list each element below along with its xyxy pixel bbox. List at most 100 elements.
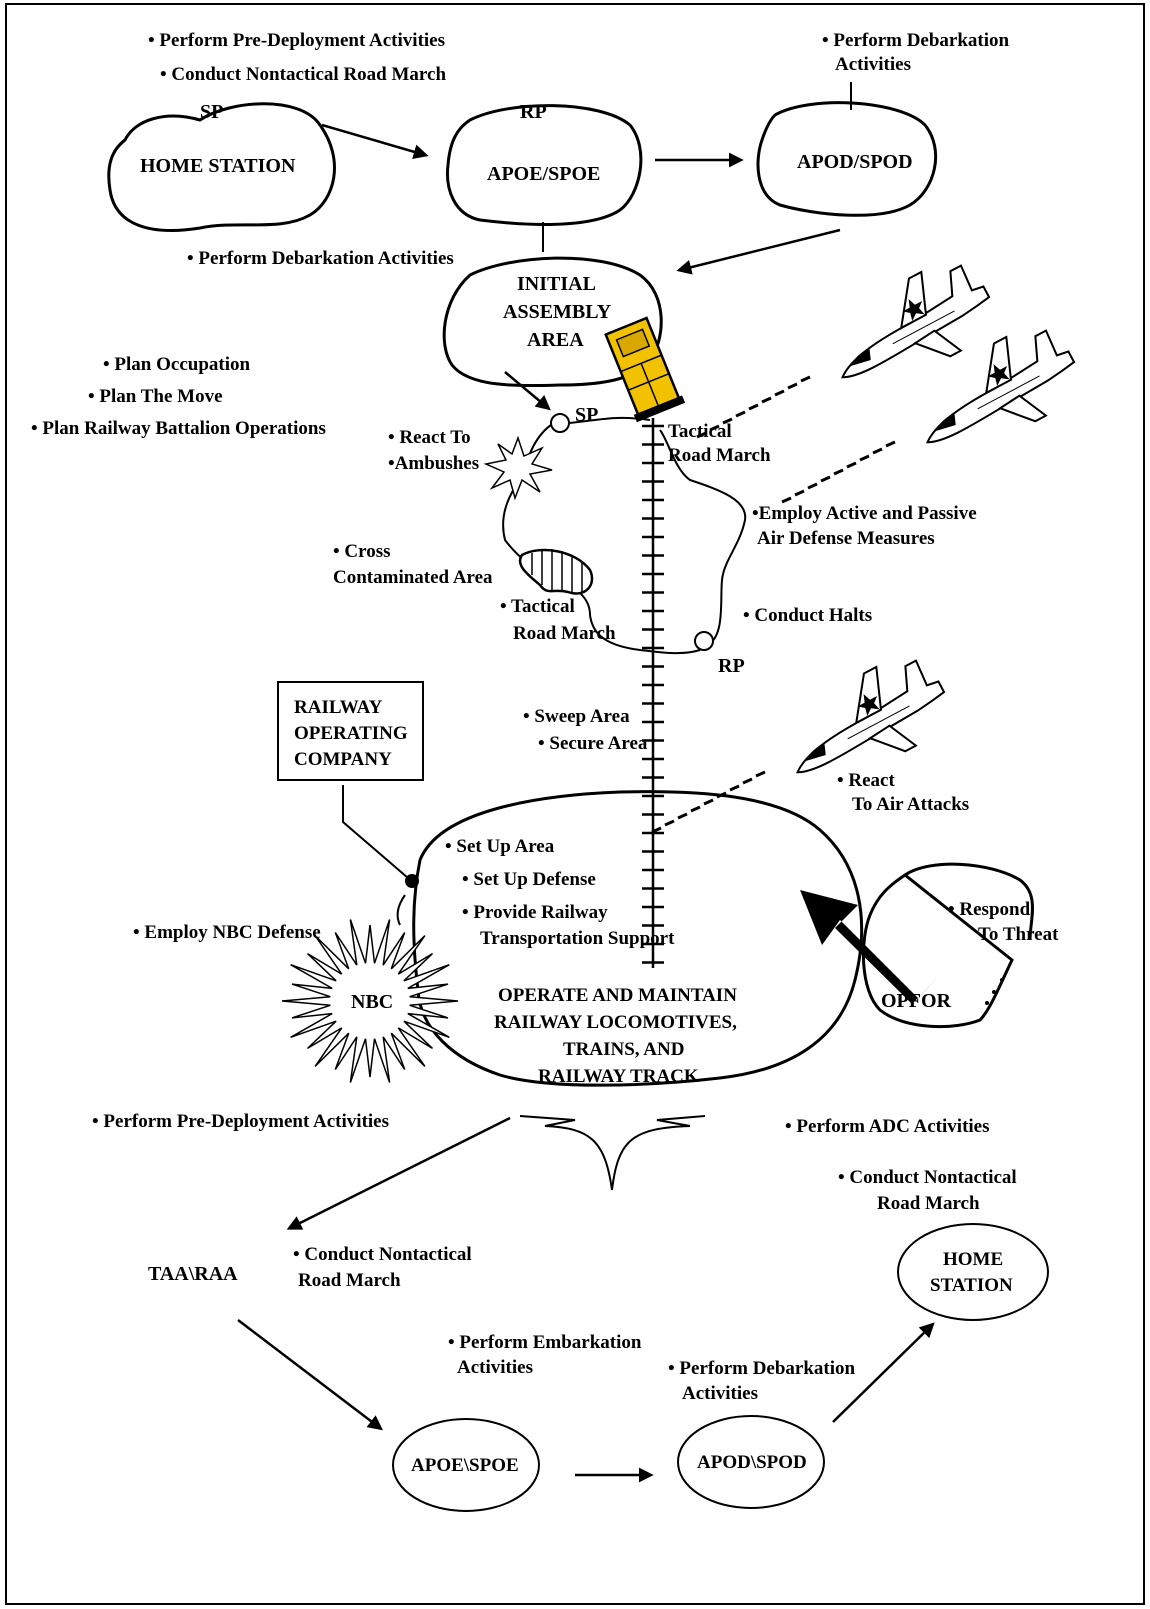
gunfire-dash — [846, 461, 857, 469]
ambush-explosion-icon — [483, 435, 553, 501]
air-defense-1: •Employ Active and Passive — [752, 503, 977, 524]
opfor-dot-2 — [992, 990, 996, 994]
march-rp-label: RP — [718, 655, 745, 677]
gunfire-dash — [755, 770, 766, 778]
apoe-rp-label: RP — [520, 101, 547, 123]
home-station-bottom-2: STATION — [930, 1275, 1013, 1296]
gunfire-dash — [735, 410, 746, 418]
tactical-left-2: Road March — [513, 623, 616, 644]
operate-line-1: OPERATE AND MAINTAIN — [498, 985, 737, 1006]
tactical-right-2: Road March — [668, 445, 771, 466]
sp-checkpoint — [550, 413, 570, 433]
locomotive-icon — [604, 316, 686, 423]
gunfire-dash — [807, 482, 818, 490]
gunfire-dash — [677, 812, 688, 820]
tactical-left-1: • Tactical — [500, 596, 575, 617]
gunfire-dash — [696, 431, 707, 439]
apod-spod-blob — [756, 101, 938, 217]
cross-area-1: • Cross — [333, 541, 391, 562]
company-label-2: OPERATING — [294, 723, 408, 744]
arrow-home-to-apoe — [321, 123, 429, 160]
gunfire-dash — [722, 417, 733, 425]
home-station-ellipse — [897, 1223, 1049, 1321]
debark-note-right-1: • Perform Debarkation — [822, 30, 1010, 51]
predeploy-bottom: • Perform Pre-Deployment Activities — [92, 1111, 389, 1132]
arrow-taa-to-apoe — [237, 1319, 383, 1431]
opfor-dot-1 — [1000, 978, 1004, 982]
gunfire-dash — [742, 777, 753, 785]
railway-track — [642, 418, 664, 968]
gunfire-dash — [774, 389, 785, 397]
gunfire-dash — [748, 403, 759, 411]
respond-threat-1: • Respond — [948, 899, 1031, 920]
opfor-blob — [862, 862, 1034, 1028]
conduct-left-2: Road March — [298, 1270, 401, 1291]
secure-area: • Secure Area — [538, 733, 648, 754]
tactical-right-1: Tactical — [668, 421, 732, 442]
home-station-label: HOME STATION — [140, 155, 296, 177]
adc-activities: • Perform ADC Activities — [785, 1116, 990, 1137]
operations-area-blob — [412, 790, 864, 1087]
home-station-blob — [107, 102, 336, 232]
employ-nbc-defense: • Employ NBC Defense — [133, 922, 321, 943]
conduct-left-1: • Conduct Nontactical — [293, 1244, 472, 1265]
gunfire-dash — [872, 447, 883, 455]
operate-line-4: RAILWAY TRACK — [538, 1066, 699, 1087]
arrow-apod-to-assembly — [676, 228, 841, 275]
gunfire-dash — [690, 805, 701, 813]
plan-occupation: • Plan Occupation — [103, 354, 250, 375]
jet-icon — [796, 659, 946, 774]
debark-bottom-1: • Perform Debarkation — [668, 1358, 856, 1379]
home-sp-label: SP — [200, 101, 223, 123]
react-air-1: • React — [837, 770, 895, 791]
gunfire-dash — [885, 440, 896, 448]
debark-bottom-2: Activities — [682, 1383, 758, 1404]
gunfire-dash — [800, 375, 811, 383]
gunfire-dash — [787, 382, 798, 390]
apoe-spoe-label: APOE/SPOE — [487, 163, 600, 185]
opfor-attack-arrow — [800, 890, 940, 1004]
operate-line-2: RAILWAY LOCOMOTIVES, — [494, 1012, 737, 1033]
company-label-3: COMPANY — [294, 749, 392, 770]
apoe-spoe-blob — [445, 104, 643, 226]
gunfire-dash — [709, 424, 720, 432]
arrow-to-sp — [504, 371, 551, 411]
apod-ellipse — [677, 1415, 825, 1509]
gunfire-dash — [859, 454, 870, 462]
assembly-label-3: AREA — [527, 329, 584, 351]
gunfire-dash — [729, 784, 740, 792]
apoe-ellipse — [392, 1418, 540, 1512]
opfor-label: OPFOR — [881, 990, 952, 1012]
home-note-2: • Conduct Nontactical Road March — [160, 64, 446, 85]
rp-checkpoint — [694, 631, 714, 651]
cross-area-2: Contaminated Area — [333, 567, 493, 588]
arrow-to-taa — [286, 1116, 511, 1230]
split-brace — [519, 1115, 706, 1191]
sweep-area: • Sweep Area — [523, 706, 630, 727]
company-label-1: RAILWAY — [294, 697, 383, 718]
plan-move: • Plan The Move — [88, 386, 223, 407]
company-connector — [342, 785, 409, 879]
taa-raa-label: TAA\RAA — [148, 1263, 238, 1285]
gunfire-dash — [664, 819, 675, 827]
home-station-bottom-1: HOME — [943, 1249, 1003, 1270]
set-up-area: • Set Up Area — [445, 836, 555, 857]
conduct-right-2: Road March — [877, 1193, 980, 1214]
air-defense-2: Air Defense Measures — [757, 528, 935, 549]
debark-note-left: • Perform Debarkation Activities — [187, 248, 454, 269]
gunfire-dash — [794, 489, 805, 497]
provide-railway-2: Transportation Support — [480, 928, 675, 949]
respond-threat-2: To Threat — [978, 924, 1059, 945]
apod-spod-label: APOD/SPOD — [797, 151, 913, 173]
provide-railway-1: • Provide Railway — [462, 902, 608, 923]
gunfire-dash — [833, 468, 844, 476]
apod-bottom-label: APOD\SPOD — [697, 1452, 807, 1473]
set-up-defense: • Set Up Defense — [462, 869, 596, 890]
react-ambush-2: •Ambushes — [388, 453, 479, 474]
assembly-label-2: ASSEMBLY — [503, 301, 612, 323]
gunfire-dash — [781, 496, 792, 504]
assembly-label-1: INITIAL — [517, 273, 596, 295]
apoe-bottom-label: APOE\SPOE — [411, 1455, 519, 1476]
contaminated-area-icon — [518, 548, 594, 595]
